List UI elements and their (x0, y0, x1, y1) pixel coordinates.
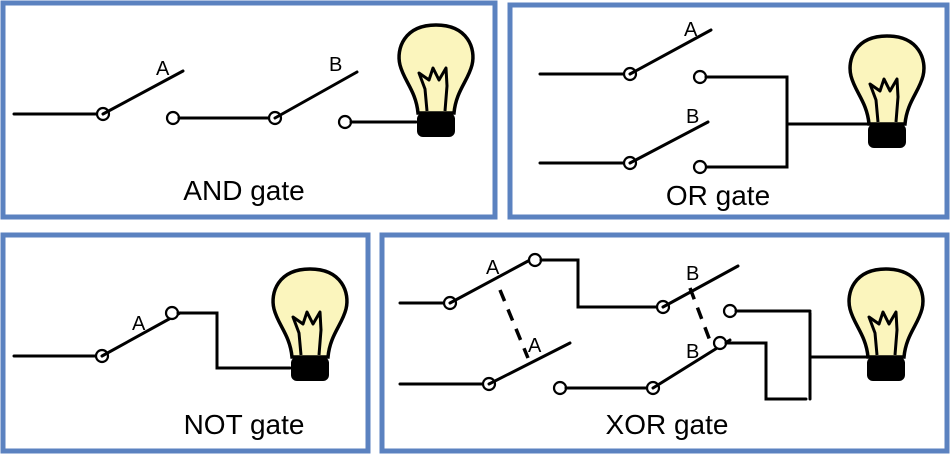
and-gate-frame (0, 0, 498, 220)
not-switch-a-label: A (132, 313, 146, 335)
xor-switch-a-top-label: A (486, 257, 500, 279)
xor-switch-a-top-contact (527, 252, 543, 268)
not-output-wire (176, 311, 292, 370)
or-light-bulb-icon (848, 34, 926, 150)
and-switch-b-label: B (329, 54, 342, 76)
xor-switch-a-bottom-lever (487, 341, 572, 386)
and-switch-a-contact (165, 110, 181, 126)
xor-light-bulb-icon (847, 267, 925, 383)
xor-upper-mid-wire (539, 258, 659, 309)
and-switch-b-contact (337, 114, 353, 130)
xor-gate-frame (379, 232, 950, 454)
and-switch-a-lever (101, 69, 185, 116)
xor-switch-b-top-label: B (686, 263, 699, 285)
and-switch-b-lever (273, 70, 359, 120)
not-light-bulb-icon (271, 267, 349, 383)
and-switch-a-label: A (156, 58, 170, 80)
not-switch-a-lever (100, 311, 182, 358)
or-parallel-bus (704, 75, 789, 169)
or-switch-b-label: B (686, 106, 699, 128)
not-gate-panel: A NOT gate (0, 232, 371, 454)
or-gate-panel: A B OR gate (507, 2, 950, 220)
xor-gate-caption: XOR gate (606, 409, 729, 440)
xor-switch-b-top-contact (722, 303, 738, 319)
xor-a-linkage-dash (498, 289, 530, 359)
xor-lower-left-contact (552, 380, 568, 396)
or-gate-caption: OR gate (666, 180, 770, 211)
xor-switch-a-bottom-label: A (528, 335, 542, 357)
or-switch-a-contact (692, 69, 708, 85)
not-gate-frame (0, 232, 371, 454)
and-light-bulb-icon (397, 23, 475, 139)
xor-gate-panel: A A B B XOR gate (379, 232, 950, 454)
or-switch-b-lever (628, 120, 710, 165)
xor-b-linkage-dash (688, 287, 714, 347)
or-gate-frame (507, 2, 950, 220)
xor-lower-out-wire (724, 341, 808, 401)
not-switch-a-contact (164, 305, 180, 321)
or-switch-b-contact (692, 159, 708, 175)
or-switch-a-lever (628, 28, 713, 76)
and-gate-caption: AND gate (183, 175, 304, 206)
not-gate-caption: NOT gate (184, 409, 305, 440)
and-gate-panel: A B AND gate (0, 0, 498, 220)
xor-switch-b-top-lever (661, 264, 740, 309)
xor-switch-b-bottom-contact (712, 335, 728, 351)
or-switch-a-label: A (684, 19, 698, 41)
xor-switch-a-top-lever (448, 258, 532, 305)
xor-switch-b-bottom-label: B (686, 341, 699, 363)
